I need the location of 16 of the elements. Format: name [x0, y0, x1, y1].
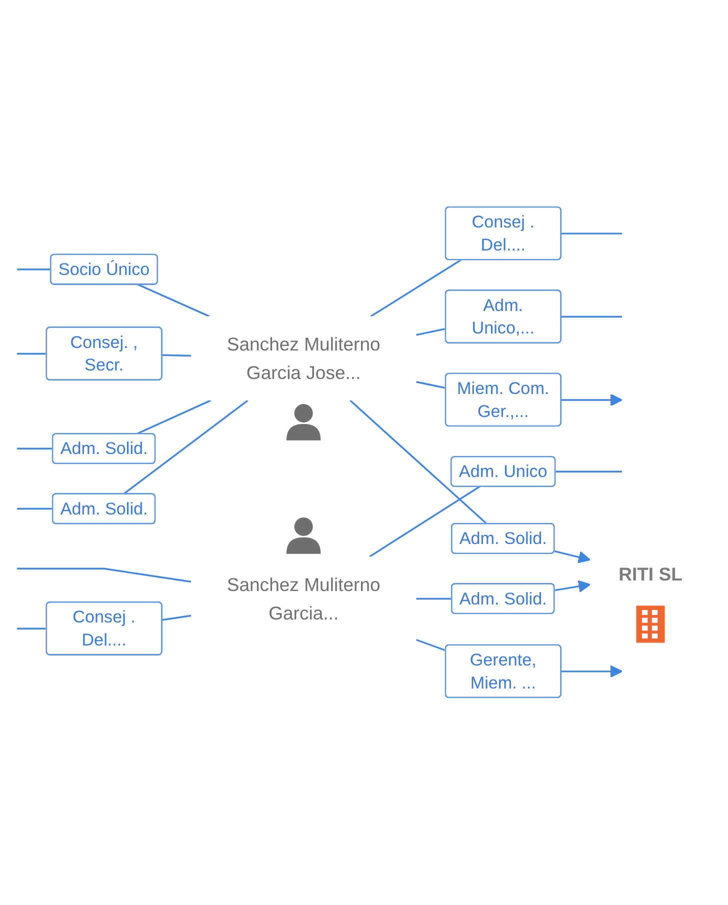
connector [17, 568, 192, 583]
node-label: RITI SL [618, 564, 682, 586]
edge-label: Adm. Solid. [60, 438, 148, 458]
connector [369, 470, 622, 558]
edge-label: Consej . Del.... [72, 606, 136, 650]
edge-label: Gerente, Miem. ... [470, 650, 536, 693]
edge-label: Adm. Unico [458, 462, 548, 482]
edge-label: Consej . Del.... [472, 212, 534, 255]
arrow [350, 400, 591, 564]
edge-label: Adm. Solid. [459, 528, 547, 548]
edge-label: Consej. , Secr. [70, 332, 138, 376]
edge-label: Adm. Solid. [459, 588, 547, 609]
edge-label: Adm. Unico,... [472, 295, 534, 338]
edge-label: Miem. Com. Ger.,... [457, 378, 550, 422]
edge-label: Adm. Solid. [60, 498, 148, 519]
edge-label: Socio Único [58, 259, 150, 280]
